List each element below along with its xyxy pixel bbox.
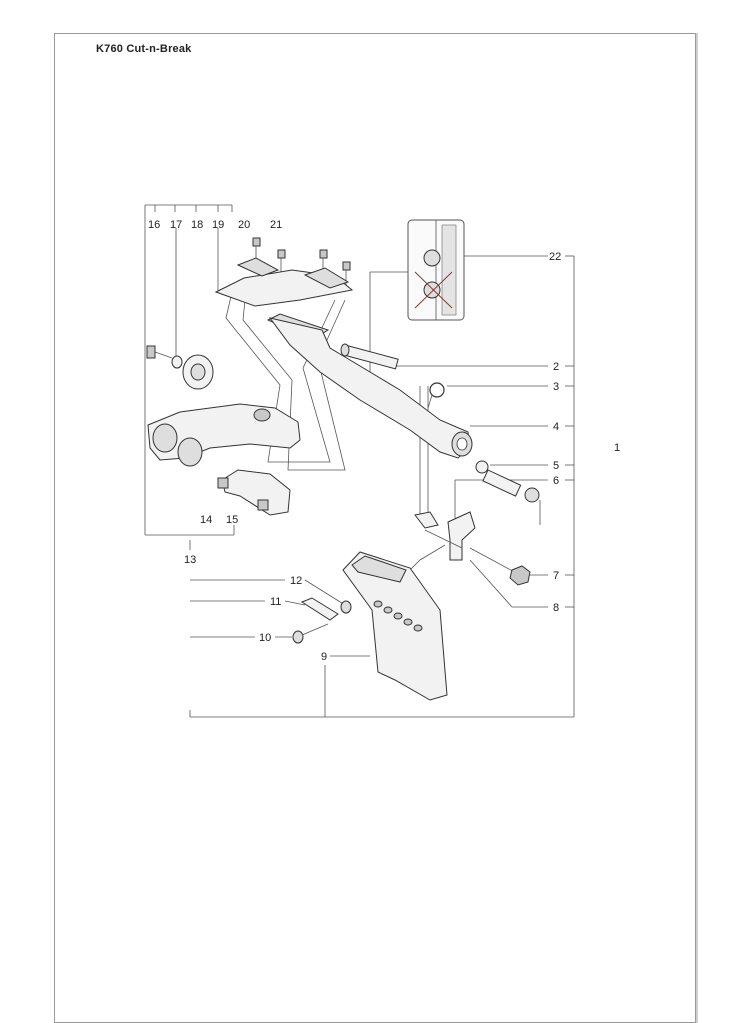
part-hinge-plate xyxy=(414,511,476,561)
callout-1: 1 xyxy=(614,442,620,454)
callout-12: 12 xyxy=(290,575,302,587)
callout-3: 3 xyxy=(553,381,559,393)
callout-21: 21 xyxy=(270,219,282,231)
callout-15: 15 xyxy=(226,514,238,526)
part-blade-9 xyxy=(342,551,448,701)
callout-16: 16 xyxy=(148,219,160,231)
callout-11: 11 xyxy=(270,596,281,608)
callout-6: 6 xyxy=(553,475,559,487)
document-title: K760 Cut-n-Break xyxy=(96,43,192,55)
callout-4: 4 xyxy=(553,421,559,433)
callout-5: 5 xyxy=(553,460,559,472)
part-guard-16 xyxy=(147,403,301,467)
part-arm-4 xyxy=(268,317,473,459)
part-clip-3 xyxy=(427,382,445,409)
callout-labels: 1 2 3 4 5 6 7 8 9 10 11 12 13 14 15 16 1… xyxy=(148,219,620,663)
part-spacer-11-12 xyxy=(300,597,352,621)
blade-teeth xyxy=(373,600,423,632)
callout-17: 17 xyxy=(170,219,182,231)
callout-22: 22 xyxy=(549,251,561,263)
callout-9: 9 xyxy=(321,651,327,663)
part-screw-10 xyxy=(292,623,329,644)
part-nut-7 xyxy=(509,565,531,586)
part-pin-2 xyxy=(340,343,399,370)
callout-14: 14 xyxy=(200,514,212,526)
part-washer-17 xyxy=(146,345,214,390)
callout-13: 13 xyxy=(184,554,196,566)
callout-10: 10 xyxy=(259,632,271,644)
leader-lines xyxy=(144,204,575,718)
callout-2: 2 xyxy=(553,361,559,373)
callout-20: 20 xyxy=(238,219,250,231)
callout-19: 19 xyxy=(212,219,224,231)
part-shaft-6 xyxy=(475,460,540,503)
callout-8: 8 xyxy=(553,602,559,614)
part-plate-19 xyxy=(214,257,354,307)
callout-7: 7 xyxy=(553,570,559,582)
part-bracket-14-15 xyxy=(217,469,291,516)
inset-detail-22 xyxy=(407,219,465,321)
callout-18: 18 xyxy=(191,219,203,231)
